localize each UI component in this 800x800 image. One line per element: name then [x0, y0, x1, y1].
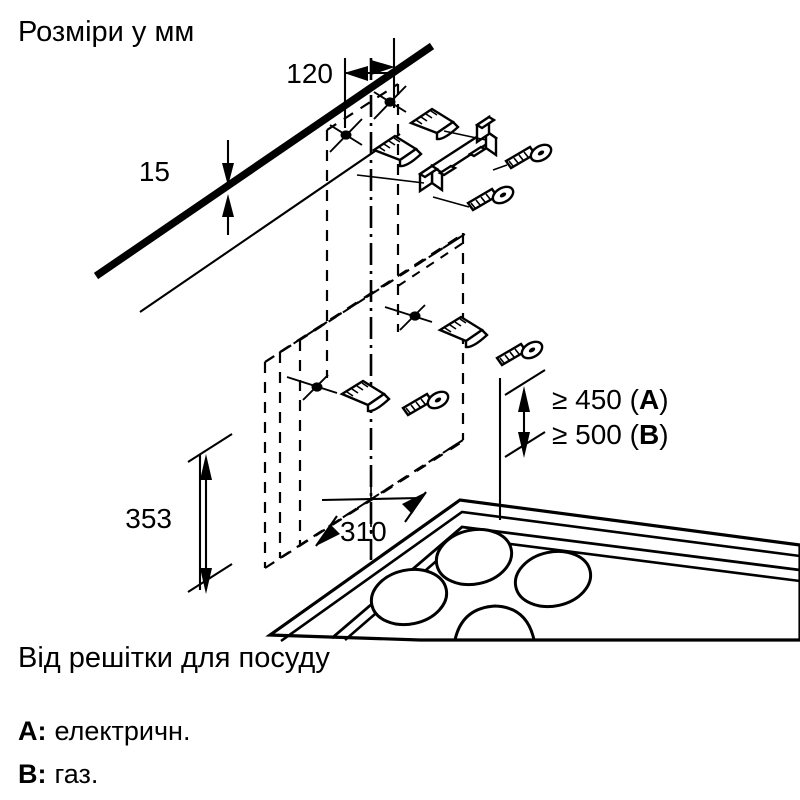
- wall-plug-upper-2: [371, 134, 423, 168]
- hood-depth-edge-top-right: [397, 242, 464, 287]
- dimension-353-upper-ext: [187, 433, 233, 463]
- drill-hole-mark-4: [286, 374, 338, 401]
- cooktop-burner-right: [513, 549, 593, 609]
- wall-inner-face-line: [139, 133, 401, 313]
- wall-plug-upper-1: [408, 107, 460, 141]
- hood-body-outline: [263, 83, 466, 569]
- clearance-a-label: ≥ 450 (A): [552, 384, 669, 415]
- dimension-353-arrow-down: [200, 568, 212, 594]
- dimension-15-arrow-up: [222, 194, 234, 217]
- wall-plug-lower-2: [339, 379, 391, 413]
- wall-line-group: [93, 42, 435, 313]
- cooktop-burner-left: [369, 567, 449, 627]
- clearance-arrow-down: [518, 432, 530, 458]
- cooktop-rim-line: [280, 510, 800, 643]
- dimension-310-label: 310: [340, 516, 387, 547]
- dimension-310-leader-left: [315, 515, 338, 547]
- screw-lower-2: [401, 390, 450, 417]
- legend-row-a: A:електричн.: [18, 716, 190, 746]
- legend-group: A:електричн. B:газ.: [18, 716, 190, 789]
- dimension-120-arrow-left: [344, 66, 368, 81]
- cooktop-group: [265, 498, 800, 643]
- dimension-clearance-group: ≥ 450 (A) ≥ 500 (B): [504, 369, 669, 458]
- dimension-310-leader-right: [404, 491, 427, 523]
- dimension-120-group: 120: [286, 38, 396, 128]
- legend-row-b: B:газ.: [18, 759, 98, 789]
- drill-hole-mark-1: [329, 118, 363, 153]
- cooktop-burner-front: [453, 604, 536, 642]
- wall-plug-lower-1: [437, 315, 489, 349]
- dimension-310-arrow-right: [402, 492, 426, 514]
- screw-upper-2: [432, 185, 515, 212]
- clearance-b-label: ≥ 500 (B): [552, 419, 669, 450]
- screw-upper-1: [492, 143, 553, 171]
- drill-hole-marks-lower: [286, 304, 433, 401]
- dimension-310-group: 310: [315, 485, 427, 547]
- hood-bottom-face-edge-3: [299, 439, 464, 546]
- dimension-120-label: 120: [286, 58, 333, 89]
- clearance-arrow-up: [518, 386, 530, 412]
- cooktop-outer-plate: [265, 498, 800, 642]
- dimension-353-arrow-up: [200, 454, 212, 480]
- hood-depth-edge-top-left: [264, 321, 328, 363]
- dimension-353-label: 353: [125, 503, 172, 534]
- dimension-120-arrow-right: [371, 60, 395, 75]
- wall-line: [93, 42, 435, 280]
- drill-hole-mark-2: [373, 85, 407, 120]
- clearance-upper-ext-line: [504, 369, 546, 396]
- dimension-15-label: 15: [139, 156, 170, 187]
- drill-hole-mark-3: [384, 304, 433, 331]
- caption-text: Від решітки для посуду: [18, 642, 330, 674]
- dimension-353-lower-ext: [187, 563, 233, 593]
- dimension-310-arrow-left: [316, 524, 340, 546]
- mounting-bracket: [356, 114, 499, 194]
- dimension-15-group: 15: [139, 140, 234, 235]
- dimension-15-arrow-down: [222, 163, 234, 186]
- page-title: Розміри у мм: [18, 16, 194, 48]
- cooktop-burner-top: [434, 527, 514, 587]
- screw-lower-1: [495, 340, 544, 367]
- hood-edge-back-top: [326, 83, 399, 131]
- dimension-353-group: 353: [125, 433, 233, 594]
